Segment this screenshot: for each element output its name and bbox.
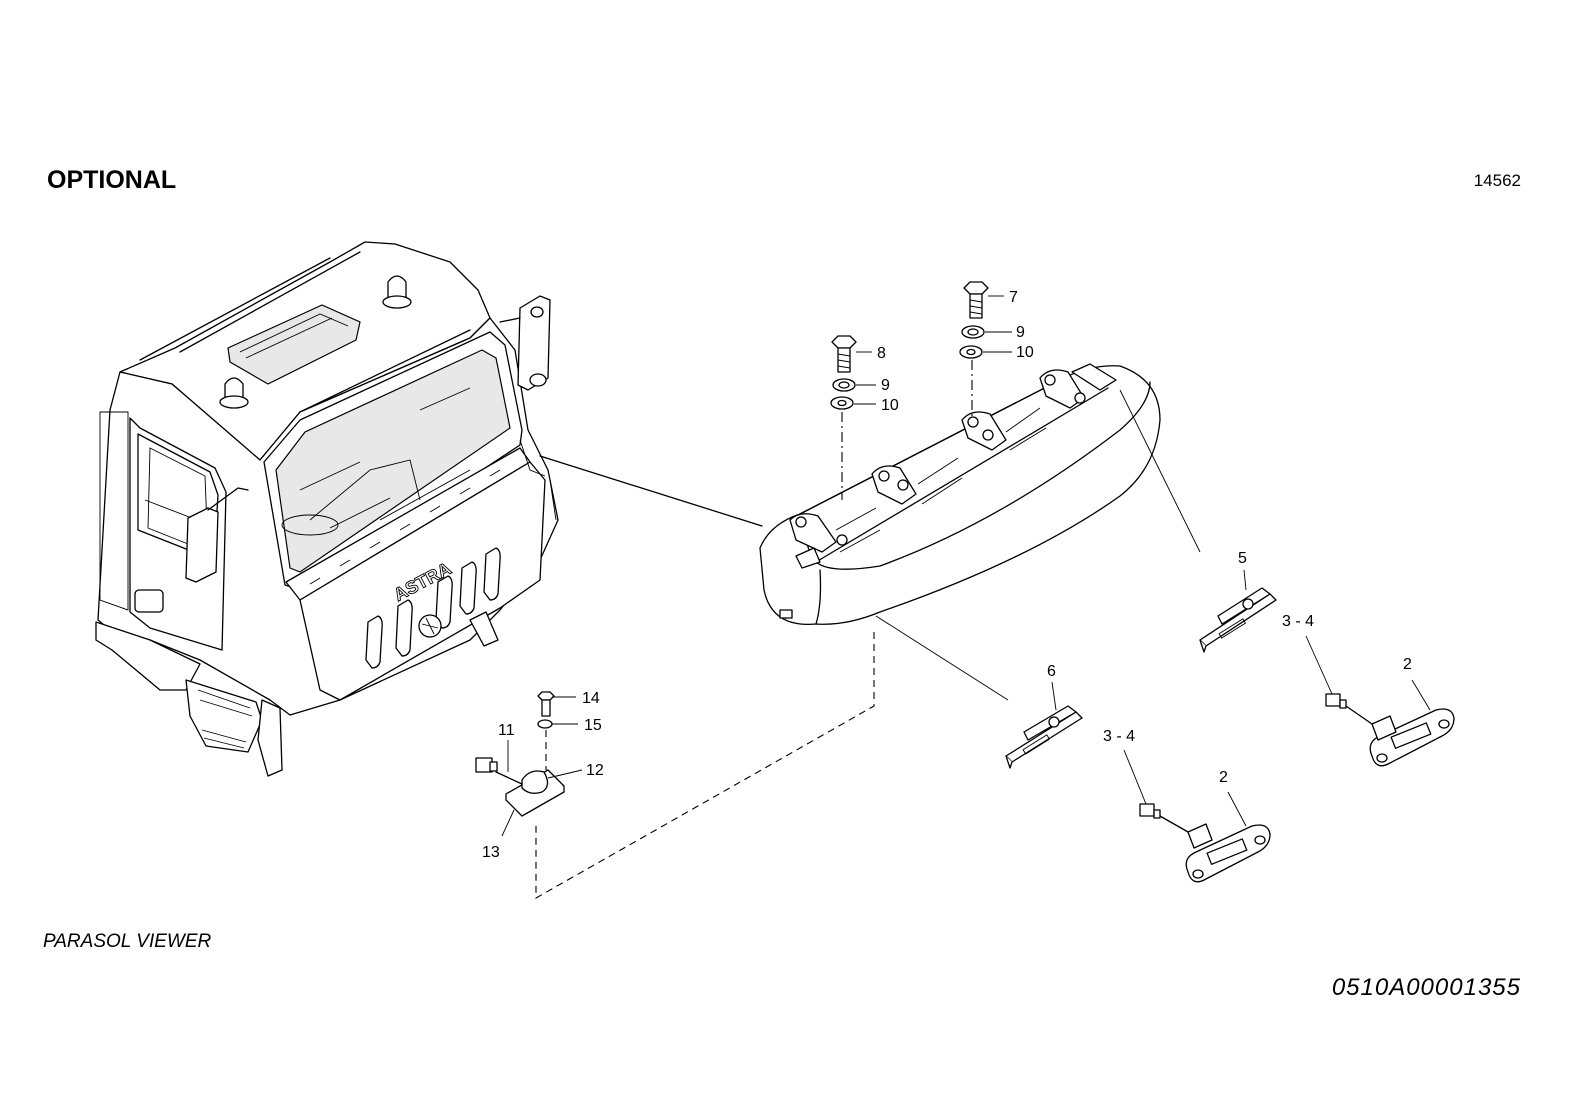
leader-line-5 [1119,389,1201,553]
callout-15: 15 [584,717,602,734]
switch-assembly-11-15 [475,691,565,817]
reference-number: 14562 [1473,171,1521,190]
callout-3-4-right: 3 - 4 [1282,613,1314,630]
callout-10-lower: 10 [881,397,899,414]
drawing-code: 0510A00001355 [1331,974,1521,1001]
callout-10-upper: 10 [1016,344,1034,361]
leader-line-13 [501,809,515,837]
bolt-set-right [959,281,989,359]
bracket-part-5 [1199,587,1277,653]
bracket-part-6 [1005,705,1083,769]
leader-line-34-left [1123,749,1147,805]
parasol-visor-assembly [759,363,1161,626]
leader-line-2-left [1227,791,1247,827]
callout-6: 6 [1047,663,1056,680]
callout-3-4-left: 3 - 4 [1103,728,1135,745]
callout-12: 12 [586,762,604,779]
callout-5: 5 [1238,550,1247,567]
callout-2-left: 2 [1219,769,1228,786]
truck-cab-illustration: ASTRA [95,241,559,777]
leader-line-2-right [1411,679,1431,711]
lamp-part-2-left [1139,803,1271,883]
diagram-title: OPTIONAL [47,166,177,194]
callout-7: 7 [1009,289,1018,306]
callout-11: 11 [498,722,515,739]
callout-14: 14 [582,690,600,707]
leader-line-12 [547,769,583,779]
callout-9-lower: 9 [881,377,890,394]
callout-9-upper: 9 [1016,324,1025,341]
projection-line-cab-to-visor [539,455,763,527]
leader-line-6 [875,615,1009,701]
diagram-caption: PARASOL VIEWER [43,931,212,952]
leader-line-34-right [1305,635,1333,695]
bolt-set-left [830,335,857,410]
callout-8: 8 [877,345,886,362]
leader-line-5-label [1243,569,1247,591]
callout-13: 13 [482,844,500,861]
callout-2-right: 2 [1403,656,1412,673]
lamp-part-2-right [1325,693,1455,767]
wiring-route-dashed [535,632,875,899]
leader-line-6-label [1051,681,1057,711]
